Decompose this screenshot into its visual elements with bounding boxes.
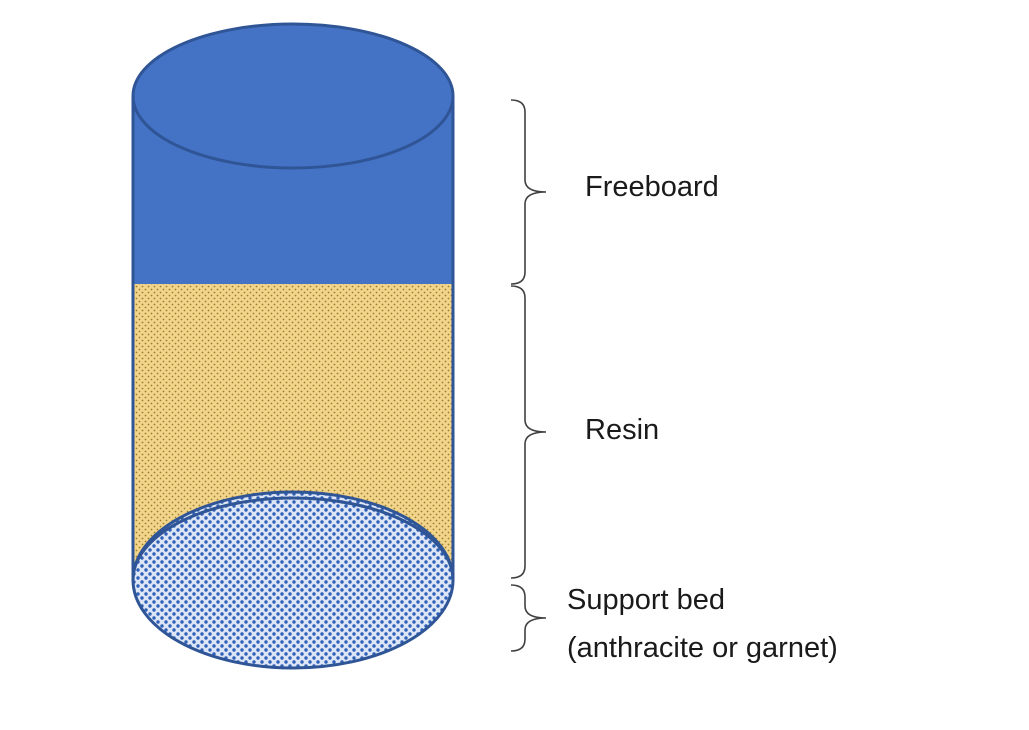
braces bbox=[510, 99, 547, 652]
column bbox=[131, 22, 455, 670]
resin-brace bbox=[510, 285, 547, 579]
support-bed-brace bbox=[510, 584, 547, 652]
support-bed-top-edge bbox=[131, 496, 455, 581]
support-bed-material-label: (anthracite or garnet) bbox=[567, 632, 838, 664]
resin-label: Resin bbox=[585, 414, 659, 446]
column-top-ellipse bbox=[131, 22, 455, 170]
support-bed-label: Support bed bbox=[567, 584, 725, 616]
freeboard-brace bbox=[510, 99, 547, 285]
support-bed-region bbox=[131, 490, 455, 670]
freeboard-label: Freeboard bbox=[585, 171, 719, 203]
